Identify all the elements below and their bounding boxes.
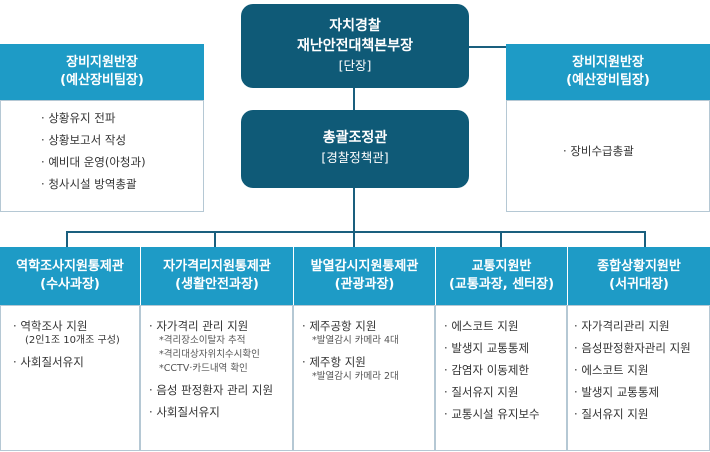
team-epidemiology-header: 역학조사지원통제관 (수사과장) bbox=[0, 247, 140, 305]
list-item: 제주항 지원 bbox=[302, 354, 434, 370]
left-support-panel: 상황유지 전파 상황보고서 작성 예비대 운영(아청과) 청사시설 방역총괄 bbox=[0, 100, 204, 212]
team-list: 제주공항 지원 *발열감시 카메라 4대 제주항 지원 *발열감시 카메라 2대 bbox=[302, 318, 434, 384]
list-item-note: (2인1조 10개조 구성) bbox=[25, 335, 120, 346]
team-title1: 자가격리지원통제관 bbox=[163, 259, 271, 274]
team-situation-room-panel: 자가격리관리 지원 음성판정환자관리 지원 에스코트 지원 발생지 교통통제 질… bbox=[567, 305, 710, 451]
list-item: 장비수급총괄 bbox=[563, 143, 709, 159]
left-support-header: 장비지원반장 (예산장비팀장) bbox=[0, 44, 204, 100]
connector-coord-down bbox=[353, 188, 355, 232]
list-subitem: *격리장소이탈자 추적 bbox=[159, 335, 246, 346]
team-situation-room-header: 종합상황지원반 (서귀대장) bbox=[567, 247, 710, 305]
list-item: 자가격리 관리 지원 bbox=[149, 318, 292, 334]
team-fever-monitoring: 발열감시지원통제관 (관광과장) 제주공항 지원 *발열감시 카메라 4대 제주… bbox=[293, 247, 435, 452]
team-title2: (교통과장, 센터장) bbox=[448, 277, 555, 292]
right-support-box: 장비지원반장 (예산장비팀장) 장비수급총괄 bbox=[506, 44, 710, 212]
team-fever-monitoring-header: 발열감시지원통제관 (관광과장) bbox=[293, 247, 435, 305]
top-title-line2: 재난안전대책본부장 bbox=[297, 38, 413, 54]
team-traffic-panel: 에스코트 지원 발생지 교통통제 감염자 이동제한 질서유지 지원 교통시설 유… bbox=[435, 305, 567, 451]
coord-title-line2: [경찰정책관] bbox=[321, 150, 389, 165]
team-epidemiology-panel: 역학조사 지원 (2인1조 10개조 구성) 사회질서유지 bbox=[0, 305, 140, 451]
left-support-title2: (예산장비팀장) bbox=[60, 73, 144, 88]
list-item: 발생지 교통통제 bbox=[574, 384, 709, 400]
list-subitem: *발열감시 카메라 2대 bbox=[312, 371, 399, 382]
top-commander-box: 자치경찰 재난안전대책본부장 [단장] bbox=[241, 4, 469, 88]
top-title-line3: [단장] bbox=[338, 58, 372, 73]
list-item: 자가격리관리 지원 bbox=[574, 318, 709, 334]
right-support-panel: 장비수급총괄 bbox=[506, 100, 710, 212]
connector-team-4 bbox=[500, 231, 502, 247]
list-subitem: *발열감시 카메라 4대 bbox=[312, 335, 399, 346]
list-item: 상황보고서 작성 bbox=[41, 132, 203, 148]
left-support-title1: 장비지원반장 bbox=[66, 55, 138, 70]
list-item: 질서유지 지원 bbox=[444, 384, 566, 400]
list-subitem: *격리대상자위치수시확인 bbox=[159, 349, 260, 360]
list-item: 교통시설 유지보수 bbox=[444, 406, 566, 422]
right-support-title1: 장비지원반장 bbox=[572, 55, 644, 70]
list-item: 제주공항 지원 bbox=[302, 318, 434, 334]
right-support-header: 장비지원반장 (예산장비팀장) bbox=[506, 44, 710, 100]
list-item: 음성판정환자관리 지원 bbox=[574, 340, 709, 356]
coord-title-line1: 총괄조정관 bbox=[322, 130, 388, 146]
list-item: 에스코트 지원 bbox=[444, 318, 566, 334]
connector-team-1 bbox=[66, 231, 68, 247]
team-list: 자가격리 관리 지원 *격리장소이탈자 추적 *격리대상자위치수시확인 *CCT… bbox=[149, 318, 292, 420]
team-list: 역학조사 지원 (2인1조 10개조 구성) 사회질서유지 bbox=[13, 318, 139, 370]
list-item: 질서유지 지원 bbox=[574, 406, 709, 422]
team-title2: (수사과장) bbox=[40, 277, 100, 292]
team-list: 자가격리관리 지원 음성판정환자관리 지원 에스코트 지원 발생지 교통통제 질… bbox=[574, 318, 709, 422]
team-fever-monitoring-panel: 제주공항 지원 *발열감시 카메라 4대 제주항 지원 *발열감시 카메라 2대 bbox=[293, 305, 435, 451]
list-item: 예비대 운영(아청과) bbox=[41, 154, 203, 170]
team-title1: 교통지원반 bbox=[471, 259, 532, 274]
coordinator-box: 총괄조정관 [경찰정책관] bbox=[241, 110, 469, 188]
connector-horizontal-bus bbox=[66, 231, 644, 233]
team-title1: 종합상황지원반 bbox=[597, 259, 681, 274]
team-situation-room: 종합상황지원반 (서귀대장) 자가격리관리 지원 음성판정환자관리 지원 에스코… bbox=[567, 247, 710, 452]
list-item: 감염자 이동제한 bbox=[444, 362, 566, 378]
list-item: 상황유지 전파 bbox=[41, 110, 203, 126]
team-traffic-header: 교통지원반 (교통과장, 센터장) bbox=[435, 247, 567, 305]
team-self-quarantine-header: 자가격리지원통제관 (생활안전과장) bbox=[140, 247, 293, 305]
team-epidemiology: 역학조사지원통제관 (수사과장) 역학조사 지원 (2인1조 10개조 구성) … bbox=[0, 247, 140, 452]
list-subitem: *CCTV·카드내역 확인 bbox=[159, 363, 248, 374]
list-item: 사회질서유지 bbox=[149, 404, 292, 420]
team-traffic: 교통지원반 (교통과장, 센터장) 에스코트 지원 발생지 교통통제 감염자 이… bbox=[435, 247, 567, 452]
list-item: 발생지 교통통제 bbox=[444, 340, 566, 356]
list-item: 음성 판정환자 관리 지원 bbox=[149, 382, 292, 398]
connector-team-2 bbox=[214, 231, 216, 247]
right-support-title2: (예산장비팀장) bbox=[566, 73, 650, 88]
team-title2: (서귀대장) bbox=[609, 277, 669, 292]
team-self-quarantine: 자가격리지원통제관 (생활안전과장) 자가격리 관리 지원 *격리장소이탈자 추… bbox=[140, 247, 293, 452]
team-title1: 발열감시지원통제관 bbox=[310, 259, 419, 274]
left-support-box: 장비지원반장 (예산장비팀장) 상황유지 전파 상황보고서 작성 예비대 운영(… bbox=[0, 44, 204, 212]
connector-top-to-coord bbox=[353, 86, 355, 110]
list-item: 역학조사 지원 bbox=[13, 318, 139, 334]
right-support-list: 장비수급총괄 bbox=[563, 143, 709, 159]
connector-team-3 bbox=[353, 231, 355, 247]
team-title2: (관광과장) bbox=[334, 277, 395, 292]
top-title-line1: 자치경찰 bbox=[329, 18, 381, 34]
list-item: 청사시설 방역총괄 bbox=[41, 176, 203, 192]
team-list: 에스코트 지원 발생지 교통통제 감염자 이동제한 질서유지 지원 교통시설 유… bbox=[444, 318, 566, 422]
list-item: 사회질서유지 bbox=[13, 354, 139, 370]
left-support-list: 상황유지 전파 상황보고서 작성 예비대 운영(아청과) 청사시설 방역총괄 bbox=[41, 110, 203, 192]
team-title2: (생활안전과장) bbox=[175, 277, 259, 292]
connector-team-5 bbox=[644, 231, 646, 247]
team-self-quarantine-panel: 자가격리 관리 지원 *격리장소이탈자 추적 *격리대상자위치수시확인 *CCT… bbox=[140, 305, 293, 451]
list-item: 에스코트 지원 bbox=[574, 362, 709, 378]
team-title1: 역학조사지원통제관 bbox=[16, 259, 124, 274]
connector-right-box bbox=[467, 46, 507, 48]
